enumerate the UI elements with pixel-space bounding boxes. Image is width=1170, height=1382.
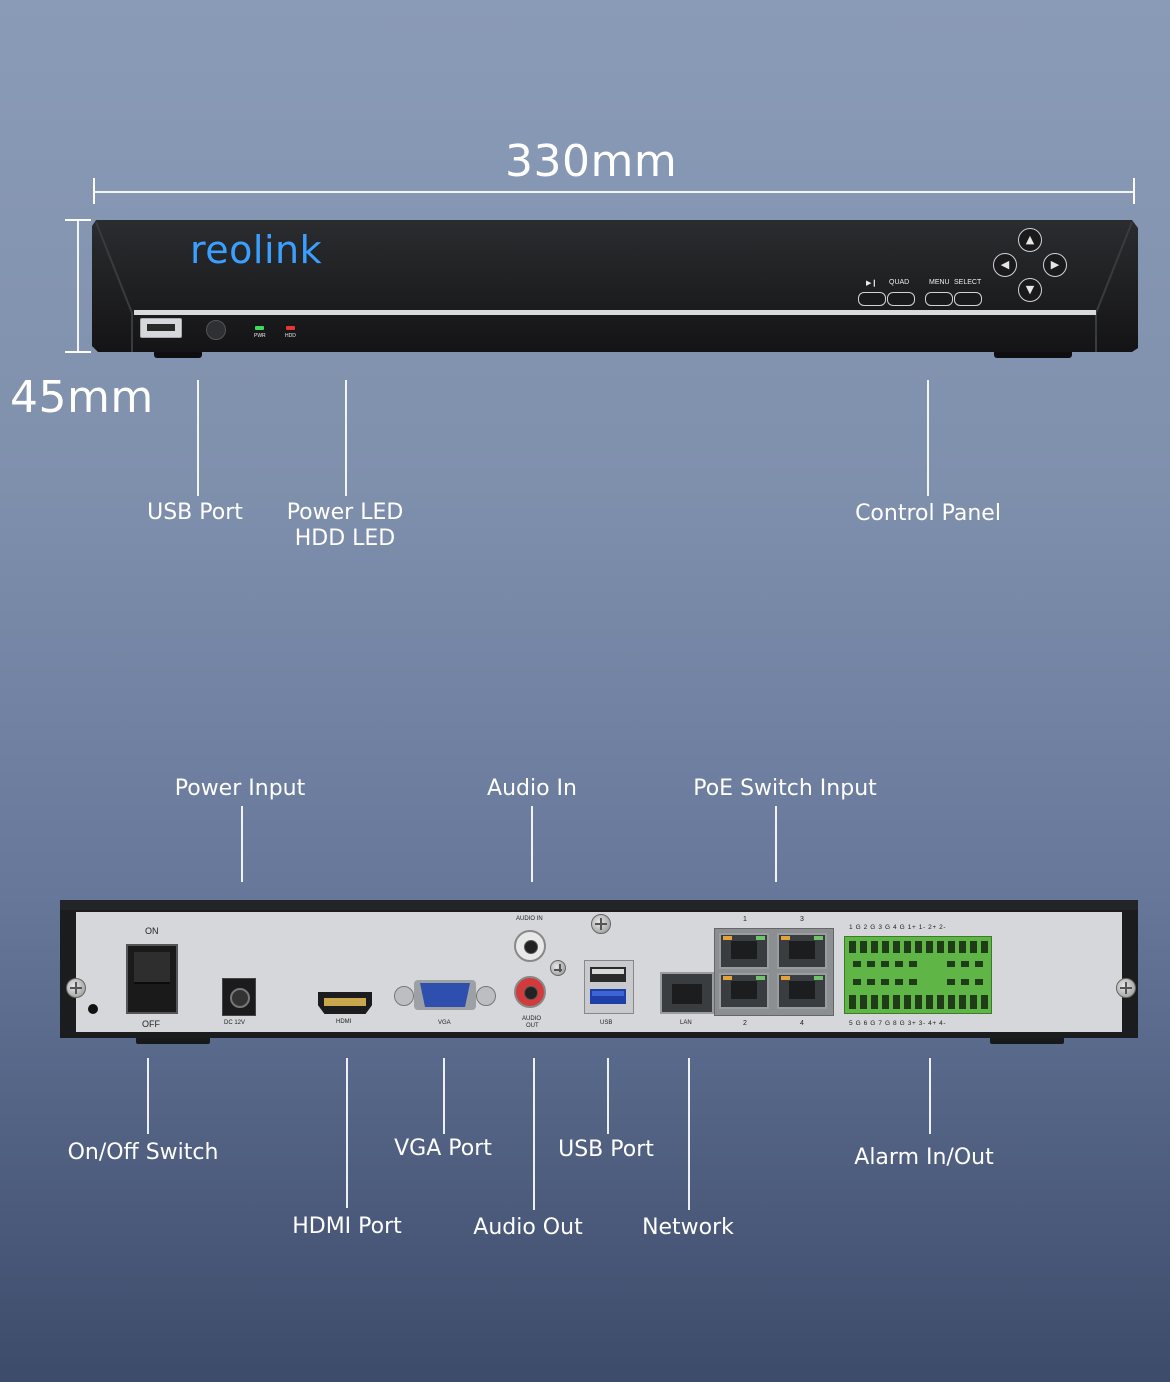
menu-button[interactable]: [925, 292, 953, 306]
width-dimension-line: [94, 191, 1134, 193]
callout-audio-in: Audio In: [487, 776, 577, 801]
poe-1-label: 1: [743, 916, 747, 923]
front-usb-port: [140, 318, 182, 338]
pwr-led-label: PWR: [254, 333, 266, 339]
ir-receiver-icon: [206, 320, 226, 340]
quad-label: QUAD: [889, 279, 910, 286]
nvr-front-view: reolink PWR HDD ▶❙ QUAD MENU SELECT ▲ ◀ …: [92, 218, 1138, 360]
callout-power-input: Power Input: [174, 776, 306, 801]
audio-out-label-line1: AUDIO: [522, 1016, 542, 1022]
quad-button[interactable]: [887, 292, 915, 306]
audio-in-label: AUDIO IN: [516, 916, 543, 922]
audio-out-label-line2: OUT: [526, 1023, 539, 1029]
play-pause-button[interactable]: [858, 292, 886, 306]
callout-line-poe: [775, 806, 777, 882]
callout-control-panel: Control Panel: [855, 501, 1001, 526]
alarm-bottom-labels: 5 G 6 G 7 G 8 G 3+ 3- 4+ 4-: [849, 1020, 947, 1027]
alarm-terminal-block: [844, 936, 992, 1014]
callout-poe-switch-input: PoE Switch Input: [693, 776, 877, 801]
poe-port-4: [777, 973, 827, 1009]
nvr-rear-view: ON OFF DC 12V HDMI VGA AUDIO IN AUDIO OU…: [58, 898, 1140, 1048]
poe-switch-block: [714, 928, 834, 1016]
play-pause-label: ▶❙: [866, 280, 878, 287]
lan-port: [660, 972, 714, 1014]
callout-vga-port: VGA Port: [394, 1136, 492, 1161]
callout-alarm-in-out: Alarm In/Out: [854, 1145, 994, 1170]
callout-hdd-led: HDD LED: [294, 526, 396, 551]
audio-in-jack: [514, 930, 546, 962]
arrow-left-button[interactable]: ◀: [993, 253, 1017, 277]
side-screw-right-icon: [1116, 978, 1136, 998]
select-label: SELECT: [954, 279, 982, 286]
callout-line-audio-in: [531, 806, 533, 882]
rear-usb-label: USB: [600, 1020, 613, 1026]
pwr-led-icon: [255, 326, 264, 330]
poe-port-2: [719, 973, 769, 1009]
poe-4-label: 4: [800, 1020, 804, 1027]
callout-line-rear-usb: [607, 1058, 609, 1134]
vga-port: [394, 978, 496, 1012]
callout-line-control-panel: [927, 380, 929, 496]
poe-3-label: 3: [800, 916, 804, 923]
hdmi-label: HDMI: [336, 1019, 352, 1025]
height-dimension-tick-bottom: [65, 351, 91, 353]
callout-line-hdmi: [346, 1058, 348, 1208]
height-dimension-label: 45mm: [10, 372, 154, 423]
lan-label: LAN: [680, 1020, 692, 1026]
hdd-led-icon: [286, 326, 295, 330]
width-dimension-tick-right: [1133, 178, 1135, 204]
callout-rear-usb-port: USB Port: [558, 1137, 654, 1162]
arrow-down-button[interactable]: ▼: [1018, 278, 1042, 302]
alarm-top-labels: 1 G 2 G 3 G 4 G 1+ 1- 2+ 2-: [849, 924, 947, 931]
dc-12v-label: DC 12V: [224, 1020, 246, 1026]
callout-line-audio-out: [533, 1058, 535, 1210]
height-dimension-line: [77, 220, 79, 352]
nvr-front-body: [92, 220, 1138, 358]
alarm-terminal-pins: [849, 941, 988, 1009]
callout-front-usb-port: USB Port: [147, 500, 243, 525]
callout-line-power-input: [241, 806, 243, 882]
arrow-right-button[interactable]: ▶: [1043, 253, 1067, 277]
poe-port-1: [719, 933, 769, 969]
arrow-up-button[interactable]: ▲: [1018, 228, 1042, 252]
side-screw-left-icon: [66, 978, 86, 998]
select-button[interactable]: [954, 292, 982, 306]
poe-port-3: [777, 933, 827, 969]
menu-label: MENU: [929, 279, 950, 286]
audio-out-jack: [514, 976, 546, 1008]
callout-power-led: Power LED: [286, 500, 404, 525]
switch-off-label: OFF: [142, 1019, 160, 1029]
callout-line-front-usb: [197, 380, 199, 496]
height-dimension-tick-top: [65, 219, 91, 221]
callout-on-off-switch: On/Off Switch: [67, 1140, 219, 1165]
callout-audio-out: Audio Out: [473, 1215, 583, 1240]
audio-screw-icon: [550, 960, 566, 976]
callout-network: Network: [642, 1215, 734, 1240]
width-dimension-tick-left: [93, 178, 95, 204]
switch-on-label: ON: [145, 926, 159, 936]
hdmi-port: [318, 992, 372, 1014]
callout-line-alarm: [929, 1058, 931, 1134]
power-rocker-switch[interactable]: [126, 944, 178, 1014]
callout-line-vga: [443, 1058, 445, 1134]
rear-usb-port: [584, 960, 634, 1014]
callout-line-front-led: [345, 380, 347, 496]
poe-2-label: 2: [743, 1020, 747, 1027]
brand-logo: reolink: [190, 228, 323, 272]
callout-hdmi-port: HDMI Port: [292, 1214, 402, 1239]
width-dimension-label: 330mm: [505, 136, 678, 187]
callout-line-network: [688, 1058, 690, 1210]
callout-line-on-off: [147, 1058, 149, 1134]
ground-hole-icon: [88, 1004, 98, 1014]
dc-power-jack: [222, 978, 256, 1016]
vga-label: VGA: [438, 1020, 451, 1026]
hdd-led-label: HDD: [285, 333, 296, 339]
top-screw-icon: [591, 914, 611, 934]
